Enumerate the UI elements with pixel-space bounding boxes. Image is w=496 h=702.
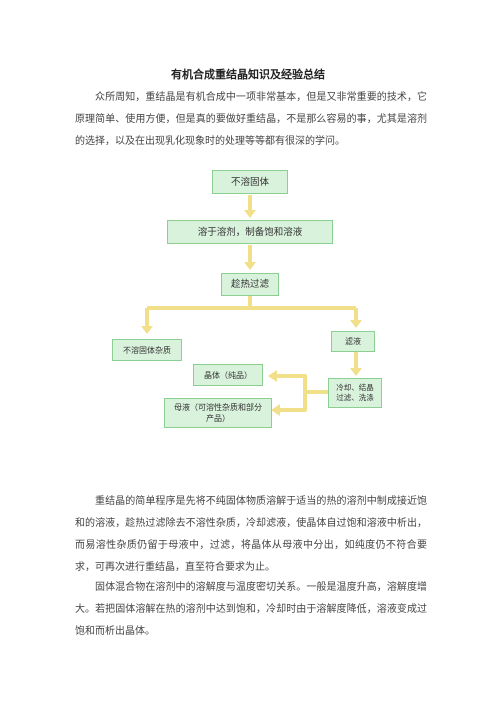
flow-dissolve: 溶于溶剂，制备饱和溶液: [167, 220, 333, 244]
flow-mother-liquor: 母液（可溶性杂质和部分 产品）: [164, 398, 272, 428]
paragraph-procedure: 重结晶的简单程序是先将不纯固体物质溶解于适当的热的溶剂中制成接近饱和的溶液，趁热…: [75, 491, 427, 579]
flow-crystal: 晶体（纯品）: [193, 364, 263, 386]
document-title: 有机合成重结晶知识及经验总结: [171, 68, 325, 81]
flow-filtrate: 滤液: [331, 331, 375, 352]
arrow-filter-branch: [145, 296, 358, 330]
flow-cool-step-text: 冷却、结晶 过滤、洗涤: [336, 383, 374, 402]
paragraph-intro: 众所周知，重结晶是有机合成中一项非常基本，但是又非常重要的技术，它原理简单、使用…: [75, 87, 427, 153]
flow-hot-filter: 趁热过滤: [221, 273, 279, 296]
flow-mother-liquor-text: 母液（可溶性杂质和部分 产品）: [174, 403, 262, 423]
flow-insoluble-solid: 不溶固体: [212, 170, 288, 194]
arrow-cool-to-mother: [278, 392, 307, 412]
paragraph-procedure-text: 重结晶的简单程序是先将不纯固体物质溶解于适当的热的溶剂中制成接近饱和的溶液，趁热…: [75, 496, 427, 573]
flow-cool-step: 冷却、结晶 过滤、洗涤: [328, 378, 382, 408]
paragraph-solubility-text: 固体混合物在溶剂中的溶解度与温度密切关系。一般是温度升高，溶解度增大。若把固体溶…: [75, 582, 427, 637]
paragraph-intro-text: 众所周知，重结晶是有机合成中一项非常基本，但是又非常重要的技术，它原理简单、使用…: [75, 92, 427, 147]
arrow-cool-to-crystal: [275, 374, 328, 394]
paragraph-solubility: 固体混合物在溶剂中的溶解度与温度密切关系。一般是温度升高，溶解度增大。若把固体溶…: [75, 577, 427, 643]
flow-insoluble-impurity: 不溶固体杂质: [112, 339, 182, 361]
